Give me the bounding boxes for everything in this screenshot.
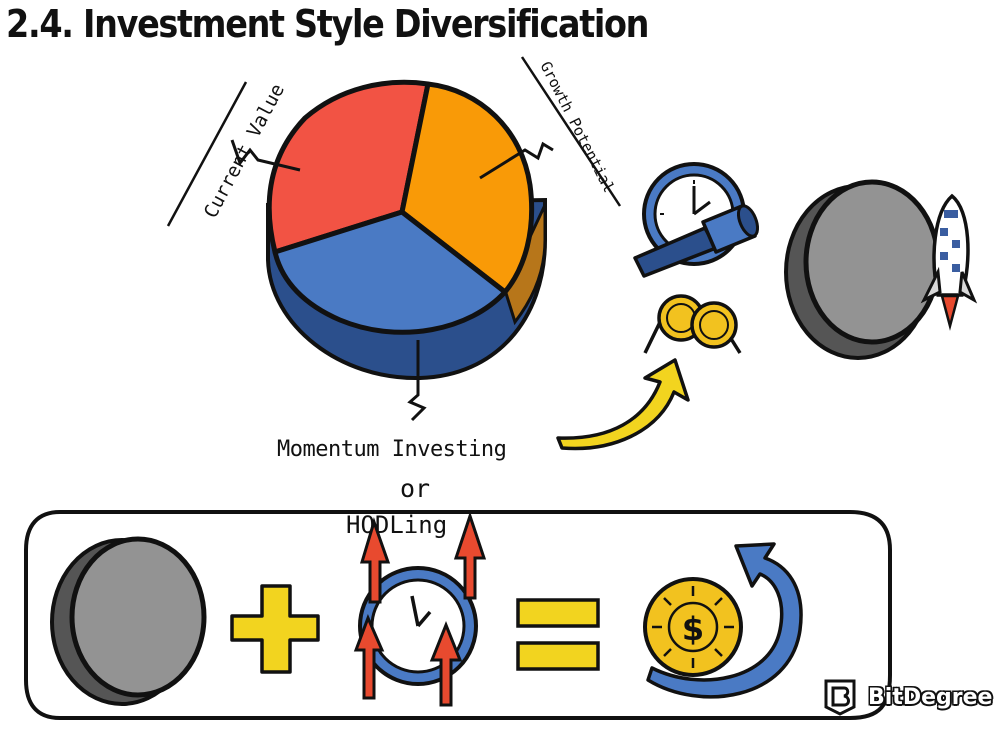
pie-chart <box>166 56 622 422</box>
pie-slice-momentum <box>272 209 508 335</box>
growth-pointer <box>479 141 554 180</box>
page-title: 2.4. Investment Style Diversification <box>6 2 649 46</box>
clock-telescope-icon <box>633 162 760 354</box>
yellow-arrow-icon <box>556 358 690 451</box>
equation-box <box>24 510 892 720</box>
brand-logo: BitDegree <box>820 677 992 717</box>
plus-icon <box>230 584 320 674</box>
dollar-coin-return-icon: $ <box>643 542 803 699</box>
momentum-pointer <box>407 340 427 422</box>
label-hodling: HODLing <box>346 511 448 539</box>
brand-name: BitDegree <box>868 684 993 710</box>
coin-icon <box>50 536 207 706</box>
bitdegree-logo-icon <box>824 679 856 716</box>
svg-text:$: $ <box>682 610 704 648</box>
current-pointer <box>230 139 301 172</box>
pie-slice-current-value <box>266 79 431 255</box>
clock-up-arrows-icon <box>353 511 487 707</box>
label-momentum-investing: Momentum Investing <box>277 437 507 462</box>
label-or: or <box>400 474 431 503</box>
coin-rocket-icon <box>784 179 978 360</box>
pie-slice-growth-potential <box>399 81 535 295</box>
equals-icon <box>516 598 600 671</box>
